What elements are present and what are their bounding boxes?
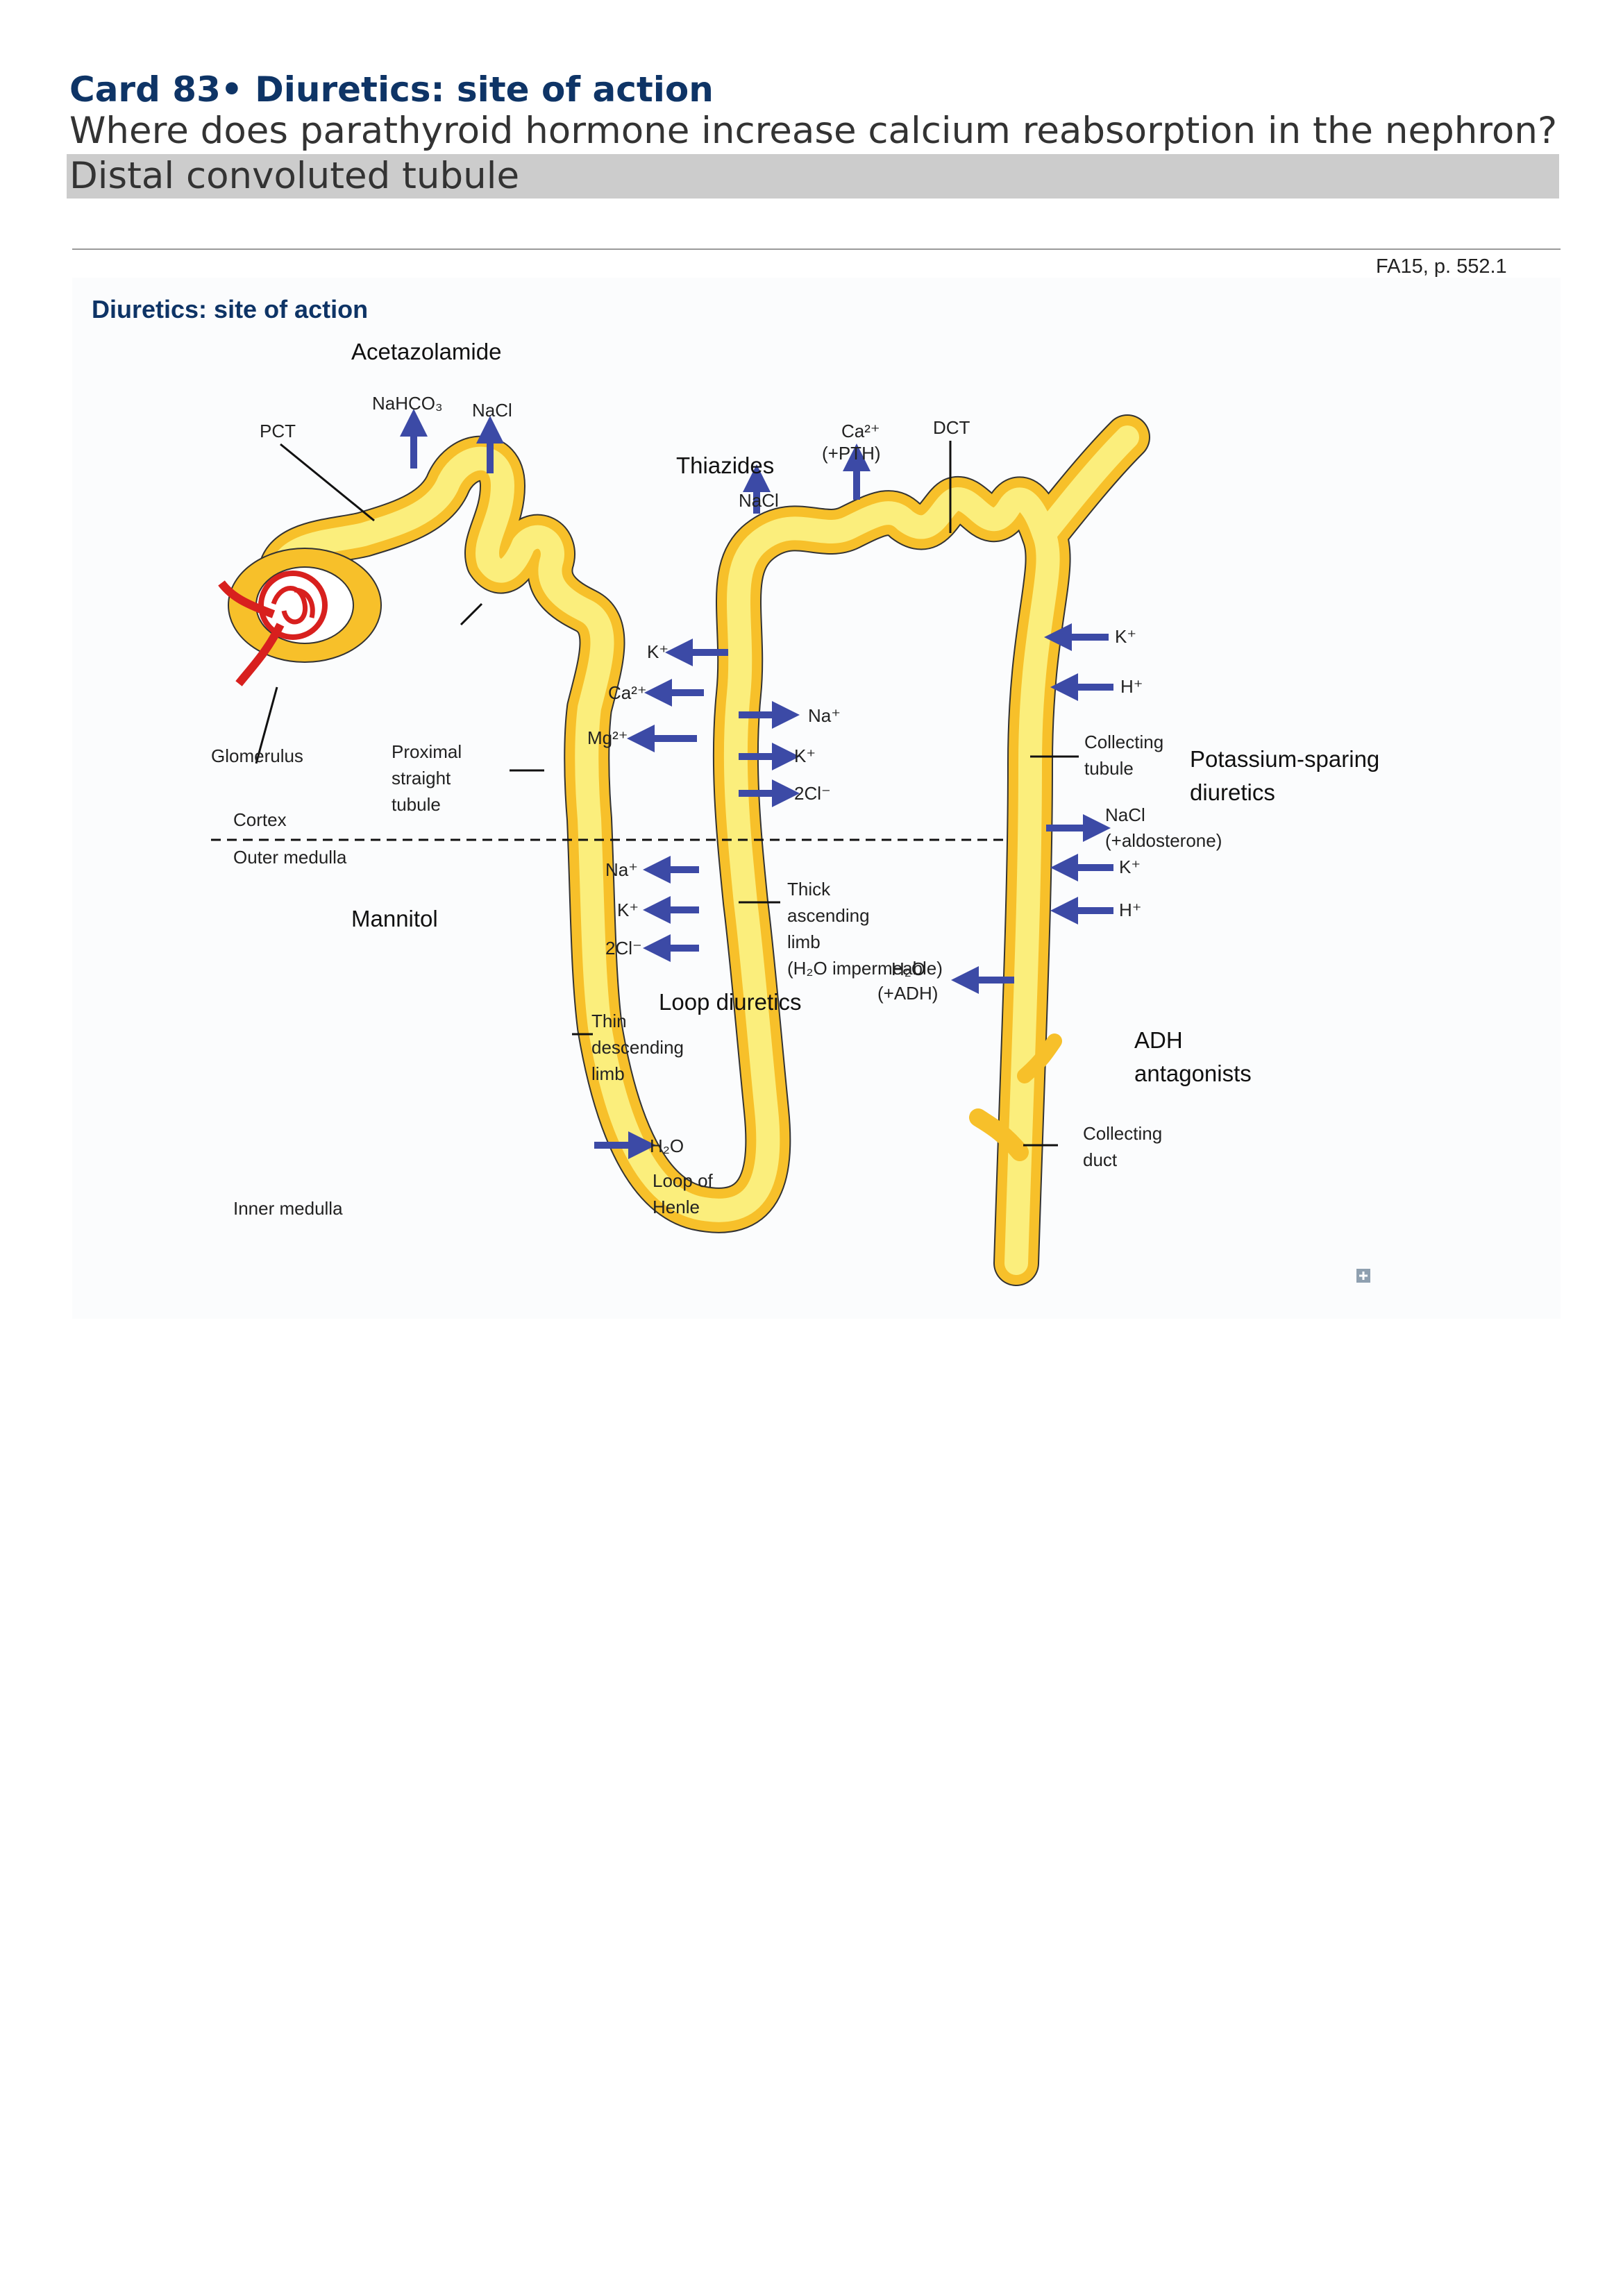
nephron-tubule	[258, 414, 1150, 1286]
ion-na-tal-in: Na⁺	[808, 705, 841, 726]
answer-text: Distal convoluted tubule	[67, 154, 1559, 199]
label-adh-2: antagonists	[1134, 1061, 1252, 1086]
figure-heading: Diuretics: site of action	[92, 295, 368, 323]
leader-lines	[255, 441, 1079, 1147]
label-thin-1: Thin	[591, 1011, 627, 1031]
transport-arrows	[400, 409, 1113, 1159]
pct-leader-2	[460, 602, 483, 626]
label-thick-2: ascending	[787, 905, 870, 926]
ion-k-ct2: K⁺	[1119, 856, 1141, 877]
pct-leader	[280, 443, 375, 522]
ion-nacl-dct: NaCl	[739, 490, 779, 511]
ion-pth: (+PTH)	[822, 443, 881, 464]
label-thiazides: Thiazides	[676, 453, 774, 478]
glomerulus-leader	[255, 686, 278, 764]
ion-adh: (+ADH)	[877, 983, 938, 1004]
label-thick-1: Thick	[787, 879, 831, 900]
ion-labels: NaHCO₃ NaCl NaCl Ca²⁺ (+PTH) K⁺ Ca²⁺ Mg²…	[372, 393, 1222, 1156]
structure-labels: PCT DCT Glomerulus Proximal straight tub…	[211, 417, 1163, 1219]
duct-branch-left	[969, 1108, 1029, 1161]
ion-aldosterone: (+aldosterone)	[1105, 830, 1222, 851]
label-glomerulus: Glomerulus	[211, 745, 303, 766]
label-adh-1: ADH	[1134, 1027, 1183, 1053]
ion-k-ct1: K⁺	[1115, 626, 1136, 647]
label-collecting-tubule-1: Collecting	[1084, 732, 1163, 752]
ion-k-med: K⁺	[617, 900, 639, 920]
ion-nacl-pct: NaCl	[472, 400, 512, 421]
label-collecting-tubule-2: tubule	[1084, 758, 1134, 779]
ion-ca-dct: Ca²⁺	[841, 421, 880, 441]
label-proximal-1: Proximal	[392, 741, 462, 762]
expand-icon[interactable]	[1356, 1269, 1370, 1283]
ion-ca-tal: Ca²⁺	[608, 682, 647, 703]
ion-na-med: Na⁺	[605, 859, 638, 880]
label-dct: DCT	[933, 417, 970, 438]
glomerulus-loops	[271, 586, 315, 625]
nephron-diagram: Diuretics: site of action	[92, 295, 1379, 1286]
ion-cl-tal-in: 2Cl⁻	[794, 783, 831, 804]
label-loop-2: Henle	[653, 1197, 700, 1217]
label-loop-1: Loop of	[653, 1170, 714, 1191]
label-acetazolamide: Acetazolamide	[351, 339, 501, 364]
ion-nahco3: NaHCO₃	[372, 393, 443, 414]
nephron-figure: Diuretics: site of action	[72, 278, 1561, 1319]
label-collecting-duct-2: duct	[1083, 1149, 1118, 1170]
ion-h-ct2: H⁺	[1119, 900, 1142, 920]
label-pct: PCT	[260, 421, 296, 441]
label-thin-3: limb	[591, 1063, 625, 1084]
ion-k-tal-out: K⁺	[647, 641, 668, 662]
label-potassium-sparing-2: diuretics	[1190, 779, 1275, 805]
ion-h2o-cd: H₂O	[891, 959, 925, 979]
reference-text: FA15, p. 552.1	[1376, 255, 1507, 278]
question-text: Where does parathyroid hormone increase …	[69, 110, 1558, 152]
ion-nacl-ct: NaCl	[1105, 804, 1145, 825]
card-title: Card 83• Diuretics: site of action	[69, 69, 714, 110]
afferent-arteriole	[218, 580, 276, 618]
efferent-arteriole	[235, 623, 285, 686]
label-mannitol: Mannitol	[351, 906, 438, 931]
label-proximal-3: tubule	[392, 794, 441, 815]
duct-branch-right	[1017, 1033, 1062, 1083]
ion-h2o-thin: H₂O	[650, 1136, 684, 1156]
label-collecting-duct-1: Collecting	[1083, 1123, 1162, 1144]
label-thick-4: (H₂O impermeable)	[787, 958, 943, 979]
ion-h-ct1: H⁺	[1120, 676, 1143, 697]
divider	[72, 248, 1561, 250]
tubule-lumen	[269, 425, 1139, 1275]
label-proximal-2: straight	[392, 768, 451, 788]
label-outer-medulla: Outer medulla	[233, 847, 347, 868]
glomerulus-group	[218, 548, 382, 686]
ion-mg-tal: Mg²⁺	[587, 727, 628, 748]
label-loop-diuretics: Loop diuretics	[659, 989, 801, 1015]
drug-labels: Acetazolamide Thiazides Mannitol Loop di…	[351, 339, 1379, 1086]
ion-k-tal-in: K⁺	[794, 745, 816, 766]
label-inner-medulla: Inner medulla	[233, 1198, 343, 1219]
label-potassium-sparing-1: Potassium-sparing	[1190, 746, 1379, 772]
label-cortex: Cortex	[233, 809, 287, 830]
label-thick-3: limb	[787, 931, 821, 952]
label-thin-2: descending	[591, 1037, 684, 1058]
ion-cl-med: 2Cl⁻	[605, 938, 642, 959]
